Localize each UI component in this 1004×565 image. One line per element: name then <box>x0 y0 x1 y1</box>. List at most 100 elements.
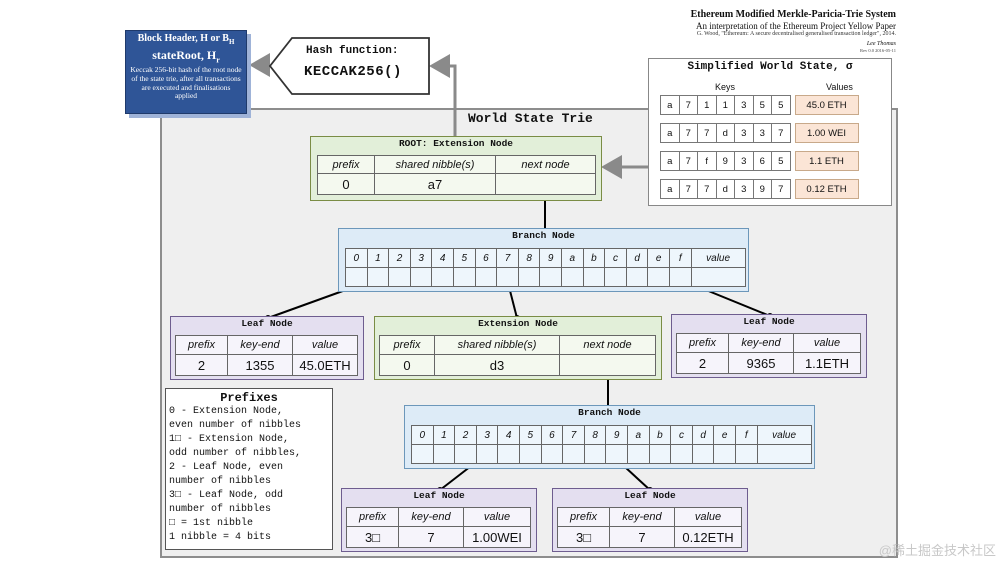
world-state-title: Simplified World State, σ <box>687 61 853 73</box>
world-state-key-nibble: 5 <box>771 95 791 115</box>
world-state-key-nibble: 6 <box>752 151 772 171</box>
branch-slot-label: 2 <box>388 248 411 268</box>
branch-slot-label: 1 <box>432 425 456 445</box>
world-state-value: 45.0 ETH <box>794 95 859 115</box>
world-state-key-nibble: 9 <box>752 179 772 199</box>
leaf-left-header-value: value <box>292 335 358 355</box>
prefix-legend-line: 0 - Extension Node, <box>169 406 284 417</box>
branch-slot-pointer <box>540 444 564 464</box>
branch-slot-label: 9 <box>539 248 562 268</box>
branch-slot-pointer <box>691 444 715 464</box>
branch-slot-label: 8 <box>517 248 541 268</box>
branch-slot-label: a <box>561 248 584 268</box>
branch-slot-label: d <box>691 425 715 445</box>
leaf-right-value-keyend: 9365 <box>728 352 794 374</box>
block-header-title: Block Header, H or BH <box>137 33 235 46</box>
branch-slot-pointer <box>474 267 498 287</box>
hash-function-box <box>268 37 430 95</box>
branch-slot-pointer <box>366 267 390 287</box>
world-state-key-nibble: 1 <box>715 95 735 115</box>
leaf-left-value-keyend: 1355 <box>227 354 293 376</box>
leaf-bl-title: Leaf Node <box>413 490 465 501</box>
leaf-left-value-value: 45.0ETH <box>292 354 358 376</box>
world-state-trie-title: World State Trie <box>468 111 593 126</box>
branch-slot-pointer <box>648 444 672 464</box>
diagram-subtitle: An interpretation of the Ethereum Projec… <box>696 20 896 31</box>
branch-slot-pointer <box>411 444 434 464</box>
branch-slot-label: e <box>713 425 736 445</box>
world-state-key-nibble: 7 <box>697 123 717 143</box>
prefix-legend-line: 3□ - Leaf Node, odd <box>169 490 284 501</box>
root-value-prefix: 0 <box>317 173 375 195</box>
diagram-title: Ethereum Modified Merkle-Paricia-Trie Sy… <box>690 9 896 20</box>
branch-slot-label: c <box>670 425 693 445</box>
prefix-legend-line: 1 nibble = 4 bits <box>169 532 272 543</box>
root-value-shared: a7 <box>374 173 496 195</box>
branch-slot-pointer <box>561 267 584 287</box>
branch-slot-label: b <box>648 425 672 445</box>
branch-slot-pointer <box>562 444 585 464</box>
branch-slot-label: c <box>604 248 627 268</box>
prefix-legend-line: number of nibbles <box>169 504 272 515</box>
leaf-right-value-prefix: 2 <box>676 352 729 374</box>
leaf-right-header-value: value <box>793 333 861 353</box>
branch-slot-label: 0 <box>345 248 368 268</box>
leaf-bl-header-value: value <box>463 507 531 527</box>
branch-slot-pointer <box>475 444 499 464</box>
extension-2-value-prefix: 0 <box>379 354 435 376</box>
prefixes-title: Prefixes <box>220 391 278 405</box>
hash-function-label: Hash function: <box>306 45 399 57</box>
branch-node-1-title: Branch Node <box>512 230 575 241</box>
branch-slot-pointer <box>605 444 628 464</box>
leaf-right-header-prefix: prefix <box>676 333 729 353</box>
branch-slot-pointer <box>431 267 454 287</box>
leaf-bl-value-keyend: 7 <box>398 526 464 548</box>
leaf-br-header-prefix: prefix <box>557 507 610 527</box>
leaf-right-header-keyend: key-end <box>728 333 794 353</box>
world-state-value: 1.1 ETH <box>794 151 859 171</box>
branch-slot-pointer <box>345 267 368 287</box>
branch-slot-label: 7 <box>496 248 519 268</box>
leaf-bl-header-keyend: key-end <box>398 507 464 527</box>
leaf-left-header-prefix: prefix <box>175 335 228 355</box>
world-state-key-nibble: 3 <box>734 151 754 171</box>
watermark: @稀土掘金技术社区 <box>878 543 996 558</box>
leaf-bl-header-prefix: prefix <box>346 507 399 527</box>
branch-slot-label: f <box>669 248 692 268</box>
branch-slot-label: 6 <box>540 425 564 445</box>
leaf-bl-value-value: 1.00WEI <box>463 526 531 548</box>
root-extension-node: ROOT: Extension Node prefix shared nibbl… <box>310 136 602 201</box>
leaf-node-bottom-right: Leaf Node prefix key-end value 3□ 7 0.12… <box>552 488 748 552</box>
world-state-key-nibble: 3 <box>734 179 754 199</box>
world-state-key-nibble: a <box>660 179 680 199</box>
leaf-br-value-prefix: 3□ <box>557 526 610 548</box>
branch-slot-pointer <box>497 444 520 464</box>
world-state-key-nibble: 5 <box>771 151 791 171</box>
prefix-legend-line: number of nibbles <box>169 476 272 487</box>
root-header-next: next node <box>495 155 596 174</box>
prefix-legend-line: □ = 1st nibble <box>169 518 254 529</box>
root-header-prefix: prefix <box>317 155 375 174</box>
branch-slot-pointer <box>453 267 476 287</box>
branch-node-2-title: Branch Node <box>578 407 641 418</box>
branch-value-header: value <box>690 248 746 268</box>
branch-slot-pointer <box>388 267 411 287</box>
prefix-legend-line: 2 - Leaf Node, even <box>169 462 284 473</box>
branch-slot-pointer <box>604 267 627 287</box>
branch-slot-label: 1 <box>366 248 390 268</box>
branch-slot-pointer <box>627 444 650 464</box>
prefix-legend-line: even number of nibbles <box>169 420 302 431</box>
root-to-hash-arrow <box>429 54 457 136</box>
diagram-citation: G. Wood, "Ethereum: A secure decentralis… <box>696 30 896 37</box>
world-state-key-nibble: a <box>660 151 680 171</box>
world-state-key-nibble: 1 <box>697 95 717 115</box>
world-state-key-nibble: 3 <box>752 123 772 143</box>
extension-2-value-next <box>559 354 656 376</box>
branch-slot-pointer <box>735 444 758 464</box>
world-state-key-nibble: d <box>715 179 735 199</box>
prefix-legend-line: 1□ - Extension Node, <box>169 434 290 445</box>
leaf-br-header-keyend: key-end <box>609 507 675 527</box>
branch-value-cell <box>756 444 812 464</box>
